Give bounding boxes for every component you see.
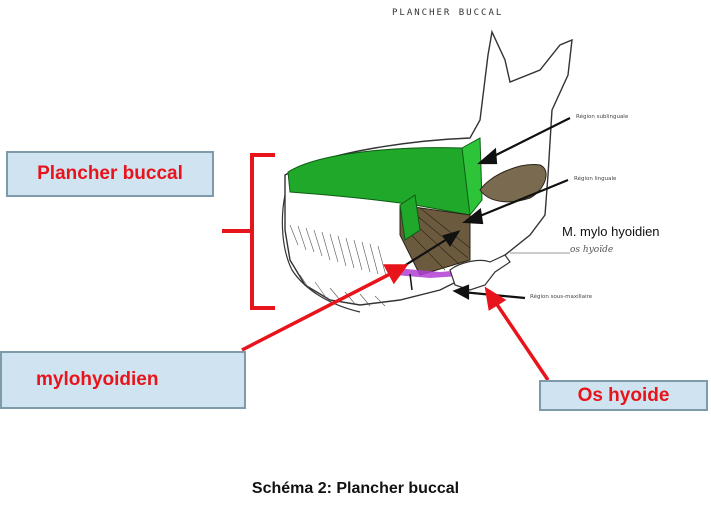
red-arrows — [241, 264, 550, 381]
label-os-hyoide: Os hyoide — [577, 384, 670, 406]
mandible-hatching — [289, 224, 387, 307]
label-box-os-hyoide: Os hyoide — [539, 380, 708, 411]
label-region-sous-maxillaire: Région sous-maxillaire — [530, 294, 593, 300]
label-region-linguale: Région linguale — [574, 176, 617, 182]
hyoid-pointer — [409, 273, 413, 291]
label-os-hyoide-handwritten: os hyoïde — [570, 245, 614, 255]
plancher-green-side — [461, 137, 483, 217]
label-plancher-buccal: Plancher buccal — [37, 163, 183, 184]
label-region-sublinguale: Région sublinguale — [576, 114, 629, 120]
figure-caption: Schéma 2: Plancher buccal — [251, 480, 460, 497]
label-box-mylohyoidien: mylohyoidien — [0, 351, 246, 409]
sublingual-gland — [479, 164, 547, 203]
label-m-mylo-hyoidien: M. mylo hyoidien — [562, 224, 660, 239]
green-triangle — [399, 194, 421, 241]
label-box-plancher-buccal: Plancher buccal — [6, 151, 214, 197]
black-arrows — [403, 117, 571, 300]
diagram-title: PLANCHER BUCCAL — [392, 8, 504, 18]
hyoid-bone — [449, 254, 511, 291]
plancher-bracket — [222, 153, 275, 310]
hyoid-purple — [395, 268, 462, 278]
mandible-front — [281, 194, 361, 313]
label-mylohyoidien: mylohyoidien — [36, 369, 159, 390]
